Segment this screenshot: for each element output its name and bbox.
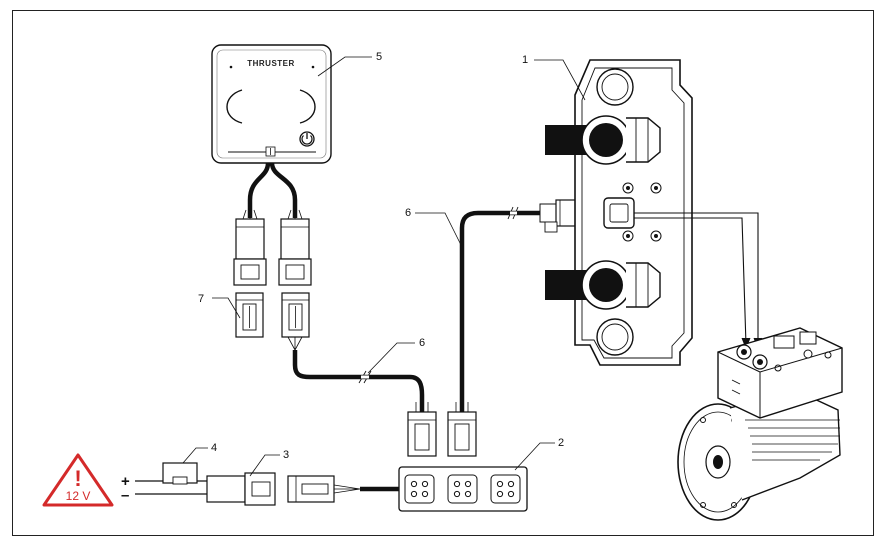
bus-cable-upper: [459, 210, 540, 412]
cable-break-lower: [358, 370, 372, 384]
left-arrow-mark: [226, 89, 243, 124]
label-5: 5: [376, 51, 382, 63]
label-1: 1: [522, 54, 528, 66]
power-icon[interactable]: [299, 131, 315, 147]
negative-symbol: –: [121, 487, 129, 504]
label-3: 3: [283, 449, 289, 461]
t-connector-hub: [398, 466, 528, 512]
thruster-motor: [677, 327, 843, 521]
thruster-cable-connector: [539, 199, 581, 233]
fuse-holder: [162, 462, 198, 485]
right-arrow-mark: [299, 89, 316, 124]
hub-drop-right: [447, 402, 477, 457]
panel-brand: THRUSTER: [247, 59, 295, 68]
diagram-frame: [12, 10, 874, 536]
thruster-housing: [545, 59, 693, 366]
label-2: 2: [558, 437, 564, 449]
power-plug-male: [287, 475, 335, 503]
cable-break-upper: [507, 206, 519, 220]
power-connector: [206, 472, 276, 506]
label-6-lower: 6: [419, 337, 425, 349]
bus-cable-socket-top: [281, 292, 310, 351]
hub-port-2: [447, 474, 478, 504]
panel-plug-left: [233, 209, 267, 286]
warning-mark: !: [74, 466, 81, 491]
label-6-upper: 6: [405, 207, 411, 219]
warning-voltage: 12 V: [66, 489, 91, 503]
control-panel: THRUSTER: [211, 44, 332, 164]
hub-port-3: [490, 474, 521, 504]
hub-drop-left: [407, 402, 437, 457]
panel-plug-right: [278, 209, 312, 286]
hub-port-1: [404, 474, 435, 504]
warning-triangle-icon: ! 12 V: [42, 453, 114, 507]
positive-symbol: +: [121, 473, 130, 490]
label-7: 7: [198, 293, 204, 305]
bus-cable-lower: [292, 350, 425, 412]
termination-cap: [235, 292, 264, 338]
label-4: 4: [211, 442, 217, 454]
